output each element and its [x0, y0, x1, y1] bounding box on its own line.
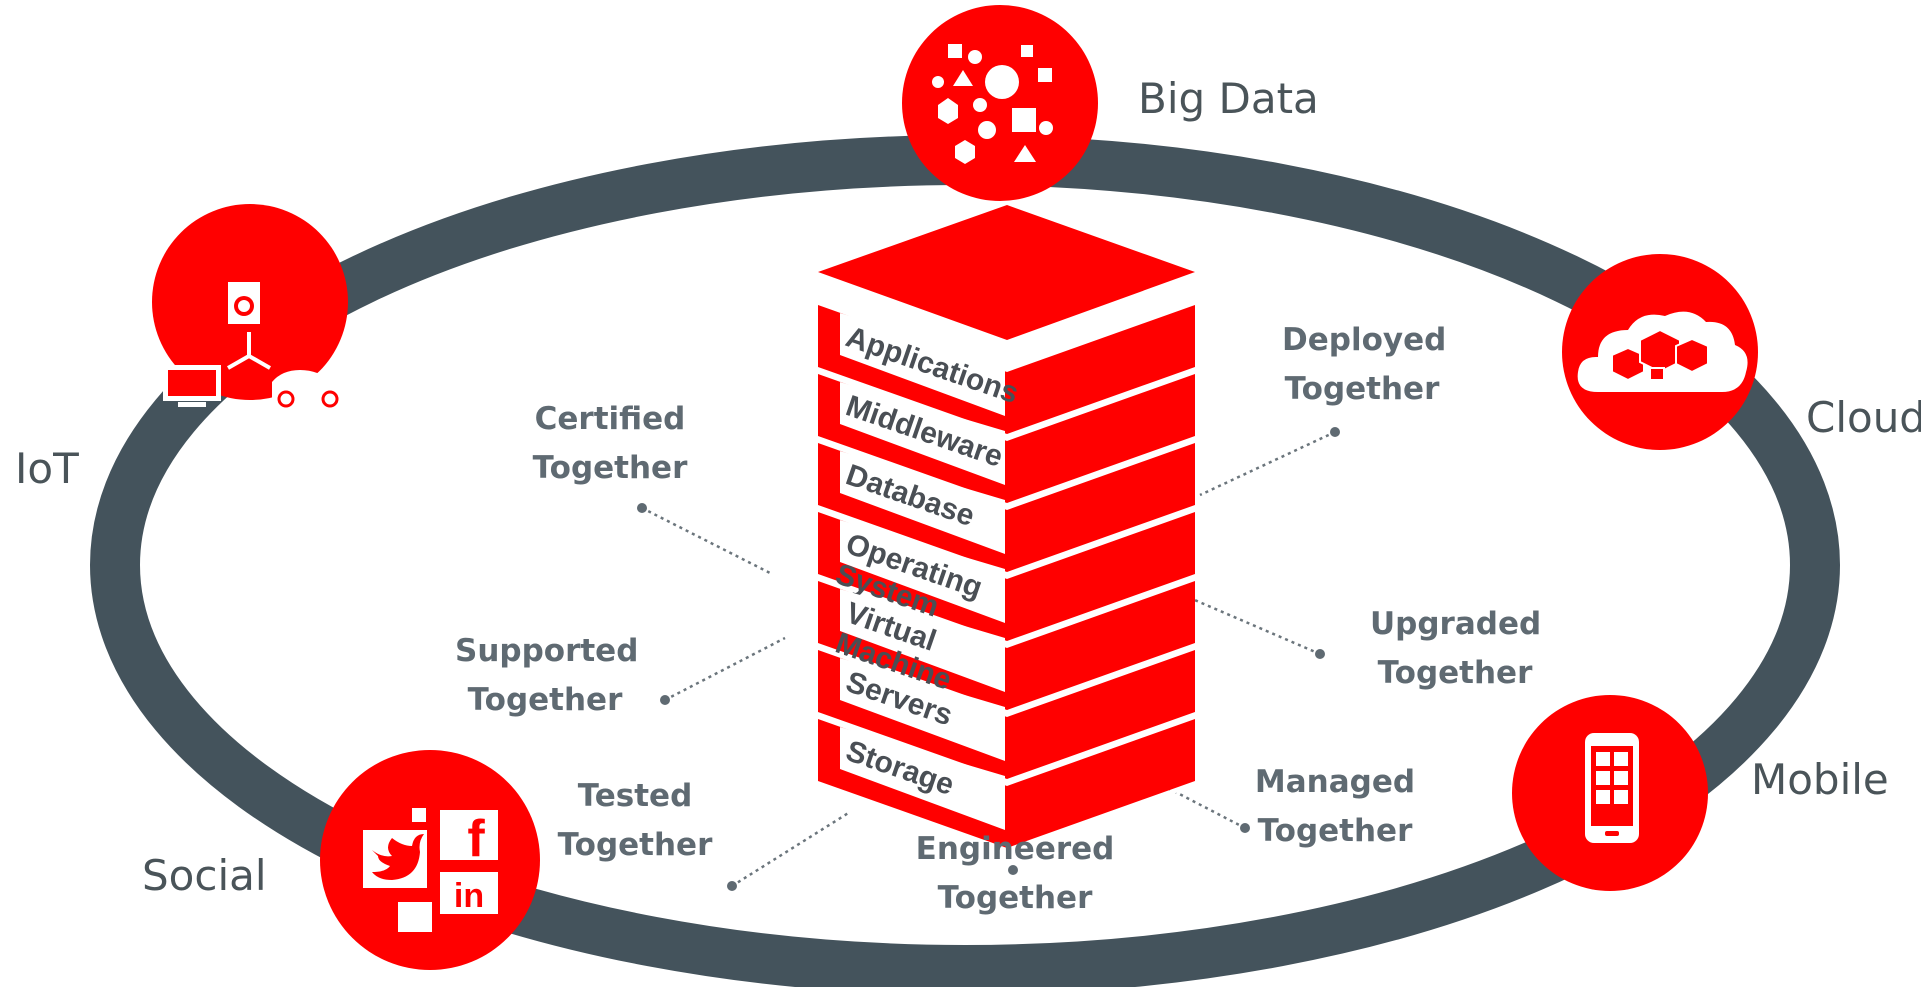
social-node[interactable]: f in	[320, 750, 540, 970]
mobile-label: Mobile	[1751, 755, 1889, 804]
cloud-node[interactable]	[1562, 254, 1758, 450]
mobile-node[interactable]	[1512, 695, 1708, 891]
big-data-node[interactable]	[902, 5, 1098, 201]
iot-node[interactable]	[152, 204, 348, 408]
stack-layer-virtual-machine: VirtualMachine	[817, 581, 1196, 716]
iot-devices-icon	[163, 282, 348, 408]
boxes-icon	[1611, 328, 1709, 382]
leader-dots	[637, 427, 1340, 891]
stack-layer-operating-system: OperatingSystem	[817, 512, 1196, 647]
big-data-label: Big Data	[1138, 74, 1319, 123]
stack-layer-storage: Storage	[817, 719, 1196, 854]
mobile-phone-icon	[1585, 733, 1639, 843]
social-label: Social	[142, 851, 267, 900]
big-data-icon	[932, 44, 1053, 164]
facebook-icon: f	[467, 810, 485, 868]
twitter-bird-icon	[372, 834, 424, 880]
linkedin-icon: in	[454, 877, 484, 915]
cloud-label: Cloud	[1806, 393, 1921, 442]
stack-layer-database: Database	[817, 443, 1196, 578]
technology-stack: ApplicationsMiddlewareDatabaseOperatingS…	[817, 205, 1196, 854]
iot-label: IoT	[15, 444, 79, 493]
social-icons: f in	[363, 808, 498, 932]
stack-layer-servers: Servers	[817, 650, 1196, 785]
